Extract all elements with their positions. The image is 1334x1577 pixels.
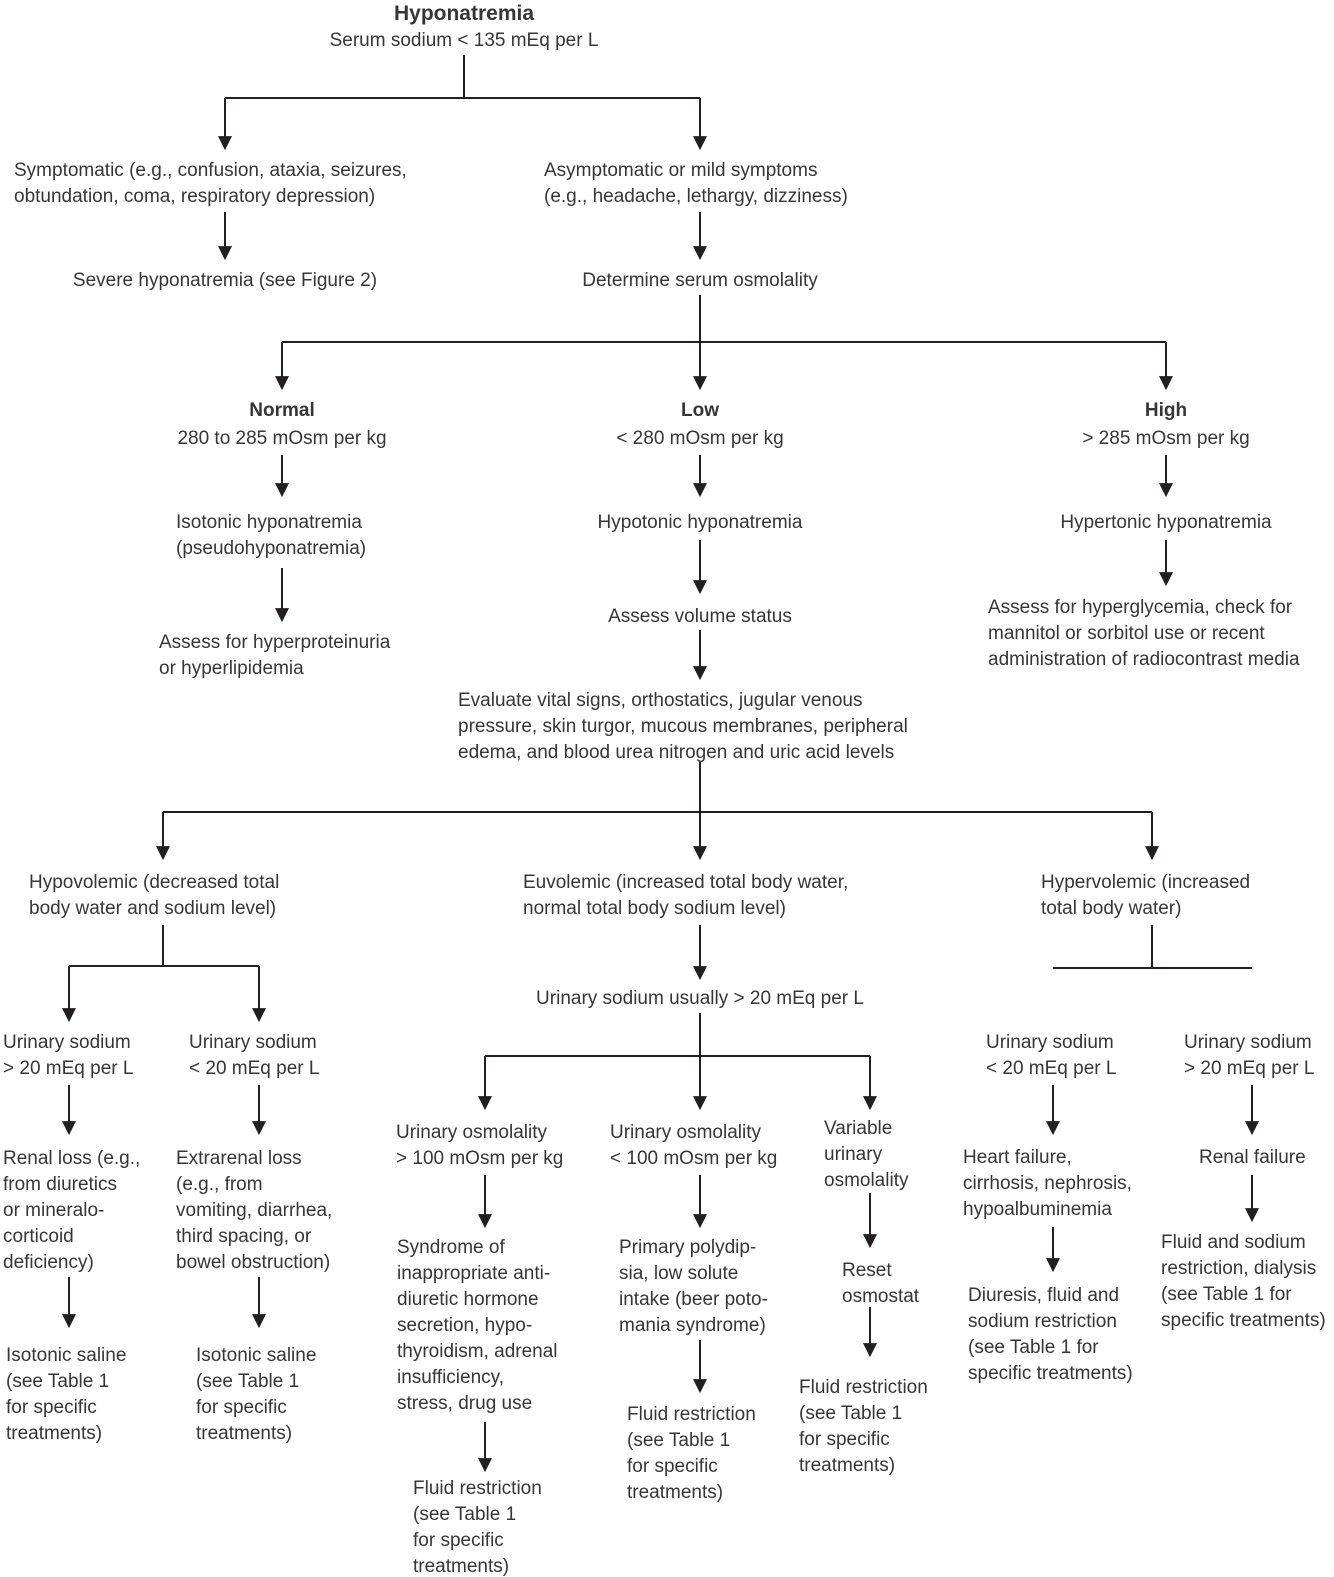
- node-symptomatic: Symptomatic (e.g., confusion, ataxia, se…: [14, 160, 407, 207]
- node-euvolemic: Euvolemic (increased total body water, n…: [523, 872, 849, 919]
- node-severe-hyponatremia: Severe hyponatremia (see Figure 2): [72, 270, 378, 291]
- node-primary-polydipsia: Primary polydip- sia, low solute intake …: [619, 1237, 768, 1336]
- node-renal-failure: Renal failure: [1199, 1147, 1306, 1168]
- node-high-label: High: [1144, 400, 1188, 421]
- node-isotonic-hyponatremia: Isotonic hyponatremia (pseudohyponatremi…: [176, 512, 367, 559]
- node-low-range: < 280 mOsm per kg: [616, 428, 784, 449]
- node-normal-range: 280 to 285 mOsm per kg: [177, 428, 387, 449]
- node-hypovolemic: Hypovolemic (decreased total body water …: [29, 872, 280, 919]
- node-extrarenal-loss: Extrarenal loss (e.g., from vomiting, di…: [176, 1148, 333, 1273]
- node-hyper-urinary-na-lt20: Urinary sodium < 20 mEq per L: [986, 1032, 1117, 1079]
- node-fluid-restriction-polydipsia: Fluid restriction (see Table 1 for speci…: [627, 1404, 756, 1503]
- node-asymptomatic: Asymptomatic or mild symptoms (e.g., hea…: [544, 160, 848, 207]
- node-urinary-osmolality-gt100: Urinary osmolality > 100 mOsm per kg: [396, 1122, 564, 1169]
- node-high-range: > 285 mOsm per kg: [1082, 428, 1250, 449]
- node-hypo-urinary-na-gt20: Urinary sodium > 20 mEq per L: [3, 1032, 134, 1079]
- node-hypotonic-hyponatremia: Hypotonic hyponatremia: [597, 512, 803, 533]
- node-subtitle: Serum sodium < 135 mEq per L: [329, 30, 599, 51]
- node-evaluate-vitals: Evaluate vital signs, orthostatics, jugu…: [458, 690, 908, 763]
- node-fluid-restriction-osmostat: Fluid restriction (see Table 1 for speci…: [799, 1377, 928, 1476]
- node-assess-hyperglycemia: Assess for hyperglycemia, check for mann…: [988, 597, 1300, 670]
- node-diuresis: Diuresis, fluid and sodium restriction (…: [968, 1285, 1133, 1384]
- node-title: Hyponatremia: [393, 2, 535, 25]
- node-reset-osmostat: Reset osmostat: [842, 1260, 920, 1307]
- node-renal-loss: Renal loss (e.g., from diuretics or mine…: [3, 1148, 141, 1273]
- node-low-label: Low: [681, 400, 719, 421]
- node-hypervolemic: Hypervolemic (increased total body water…: [1041, 872, 1251, 919]
- node-assess-volume-status: Assess volume status: [608, 606, 792, 627]
- node-hypo-urinary-na-lt20: Urinary sodium < 20 mEq per L: [189, 1032, 320, 1079]
- node-isotonic-saline-right: Isotonic saline (see Table 1 for specifi…: [196, 1345, 317, 1444]
- node-variable-urinary-osmolality: Variable urinary osmolality: [824, 1118, 909, 1191]
- node-heart-failure: Heart failure, cirrhosis, nephrosis, hyp…: [963, 1147, 1132, 1220]
- node-eu-urinary-sodium: Urinary sodium usually > 20 mEq per L: [536, 988, 864, 1009]
- node-urinary-osmolality-lt100: Urinary osmolality < 100 mOsm per kg: [610, 1122, 778, 1169]
- node-hypertonic-hyponatremia: Hypertonic hyponatremia: [1060, 512, 1272, 533]
- node-hyper-urinary-na-gt20: Urinary sodium > 20 mEq per L: [1184, 1032, 1315, 1079]
- node-fluid-sodium-restriction: Fluid and sodium restriction, dialysis (…: [1161, 1232, 1326, 1331]
- node-isotonic-saline-left: Isotonic saline (see Table 1 for specifi…: [6, 1345, 127, 1444]
- node-assess-hyperproteinuria: Assess for hyperproteinuria or hyperlipi…: [159, 632, 391, 679]
- node-fluid-restriction-siadh: Fluid restriction (see Table 1 for speci…: [413, 1478, 542, 1577]
- node-determine-osmolality: Determine serum osmolality: [582, 270, 818, 291]
- node-normal-label: Normal: [249, 400, 315, 421]
- node-siadh: Syndrome of inappropriate anti- diuretic…: [397, 1237, 558, 1414]
